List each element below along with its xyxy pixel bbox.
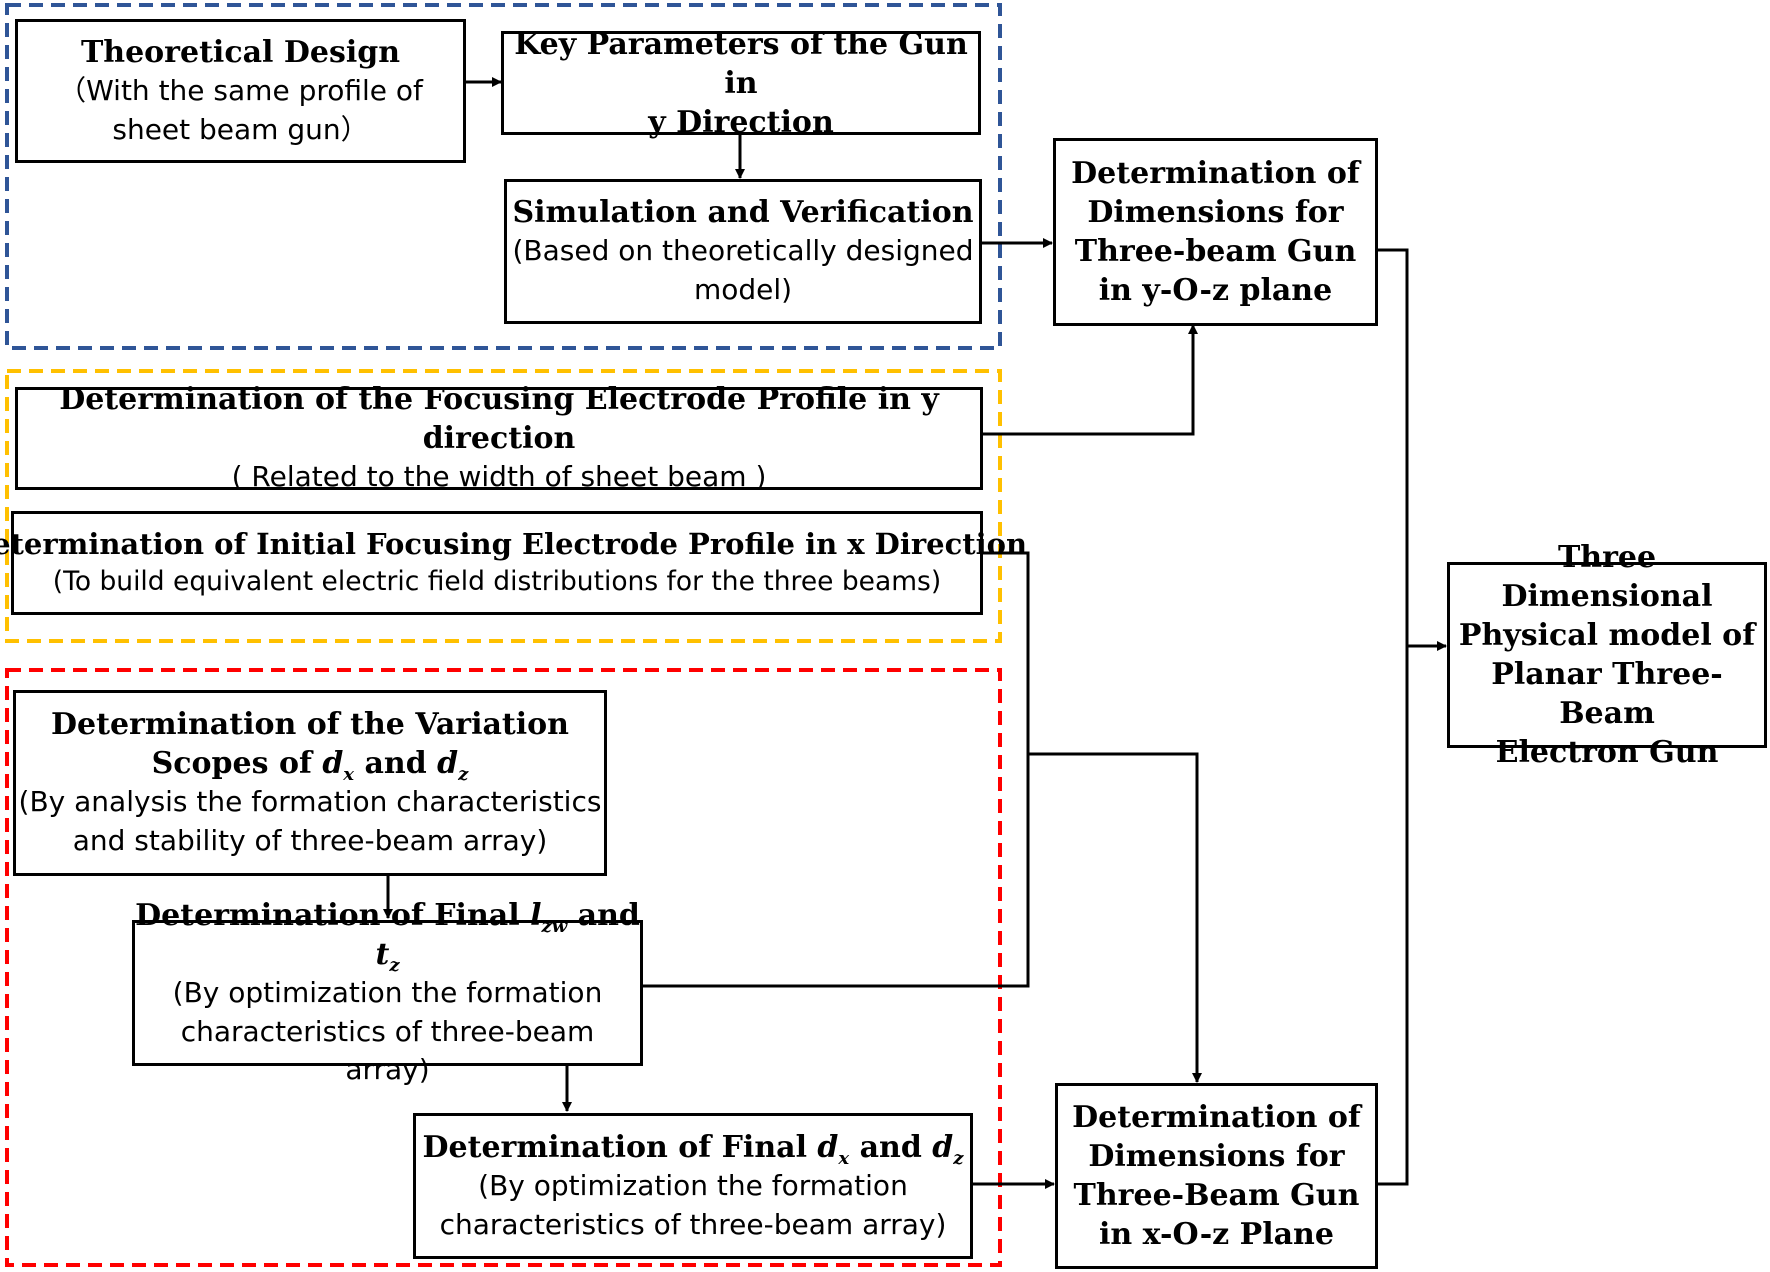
final-dx-dz-title: Determination of Final dx and dz xyxy=(422,1129,964,1169)
theoretical-design-box: Theoretical Design （With the same profil… xyxy=(15,19,466,163)
arrow-trunk-to-dim-xoz xyxy=(1028,752,1202,1083)
simulation-verification-title: Simulation and Verification xyxy=(512,195,974,231)
dimensions-yoz-box: Determination of Dimensions for Three-be… xyxy=(1053,138,1378,326)
final-lzw-tz-title: Determination of Final lzw and tz xyxy=(135,898,640,977)
final-lzw-tz-subtitle-2: characteristics of three-beam array) xyxy=(180,1014,595,1087)
variation-scopes-subtitle-2: and stability of three-beam array) xyxy=(72,824,548,857)
focus-electrode-y-box: Determination of the Focusing Electrode … xyxy=(15,382,983,493)
variation-scopes-line-1: Determination of the Variation xyxy=(51,707,569,743)
line-focus-x-to-trunk xyxy=(642,551,1030,988)
focus-electrode-x-title: Determination of Initial Focusing Electr… xyxy=(0,526,1028,561)
final-dx-dz-subtitle-2: characteristics of three-beam array) xyxy=(439,1207,947,1241)
theoretical-design-subtitle-1: （With the same profile of xyxy=(58,73,423,107)
result-line-4: Electron Gun xyxy=(1495,735,1719,770)
result-line-1: Three Dimensional xyxy=(1501,540,1713,614)
key-parameters-line-1: Key Parameters of the Gun in xyxy=(514,26,968,101)
line-dim-yoz-right xyxy=(1377,248,1409,1186)
final-dx-dz-subtitle-1: (By optimization the formation xyxy=(478,1168,908,1202)
focus-electrode-x-subtitle: (To build equivalent electric field dist… xyxy=(52,565,942,597)
final-lzw-tz-subtitle-1: (By optimization the formation xyxy=(172,976,603,1010)
variation-scopes-line-2: Scopes of dx and dz xyxy=(151,746,469,786)
result-line-2: Physical model of xyxy=(1458,618,1756,653)
theoretical-design-title: Theoretical Design xyxy=(80,34,401,70)
simulation-verification-box: Simulation and Verification (Based on th… xyxy=(504,179,982,324)
simulation-verification-subtitle-1: (Based on theoretically designed xyxy=(512,234,974,268)
variation-scopes-box: Determination of the Variation Scopes of… xyxy=(13,690,607,876)
dimensions-xoz-box: Determination of Dimensions for Three-Be… xyxy=(1055,1083,1378,1269)
variation-scopes-subtitle-1: (By analysis the formation characteristi… xyxy=(18,785,602,819)
key-parameters-line-2: y Direction xyxy=(648,104,834,140)
arrow-focus-y-to-dim-yoz xyxy=(982,324,1198,436)
final-lzw-tz-box: Determination of Final lzw and tz (By op… xyxy=(132,898,643,1086)
final-dx-dz-box: Determination of Final dx and dz (By opt… xyxy=(413,1113,973,1259)
dimensions-xoz-line-2: Dimensions for xyxy=(1088,1139,1345,1174)
simulation-verification-subtitle-2: model) xyxy=(693,273,793,306)
theoretical-design-subtitle-2: sheet beam gun） xyxy=(112,112,369,146)
dimensions-xoz-line-3: Three-Beam Gun xyxy=(1073,1178,1360,1213)
dimensions-xoz-line-4: in x-O-z Plane xyxy=(1099,1217,1334,1252)
dimensions-xoz-line-1: Determination of xyxy=(1072,1100,1361,1135)
dimensions-yoz-line-4: in y-O-z plane xyxy=(1098,273,1333,308)
group-frame-yellow xyxy=(5,369,1002,643)
focus-electrode-y-subtitle: ( Related to the width of sheet beam ) xyxy=(231,460,767,494)
focus-electrode-y-title: Determination of the Focusing Electrode … xyxy=(59,382,939,457)
key-parameters-box: Key Parameters of the Gun in y Direction xyxy=(501,27,981,140)
focus-electrode-x-box: Determination of Initial Focusing Electr… xyxy=(0,511,1027,615)
result-line-3: Planar Three-Beam xyxy=(1491,657,1723,731)
group-frame-red xyxy=(5,668,1002,1267)
dimensions-yoz-line-3: Three-beam Gun xyxy=(1074,234,1357,269)
dimensions-yoz-line-2: Dimensions for xyxy=(1087,195,1344,230)
result-box: Three Dimensional Physical model of Plan… xyxy=(1447,540,1767,770)
group-frame-blue xyxy=(5,3,1002,350)
dimensions-yoz-line-1: Determination of xyxy=(1071,156,1360,191)
